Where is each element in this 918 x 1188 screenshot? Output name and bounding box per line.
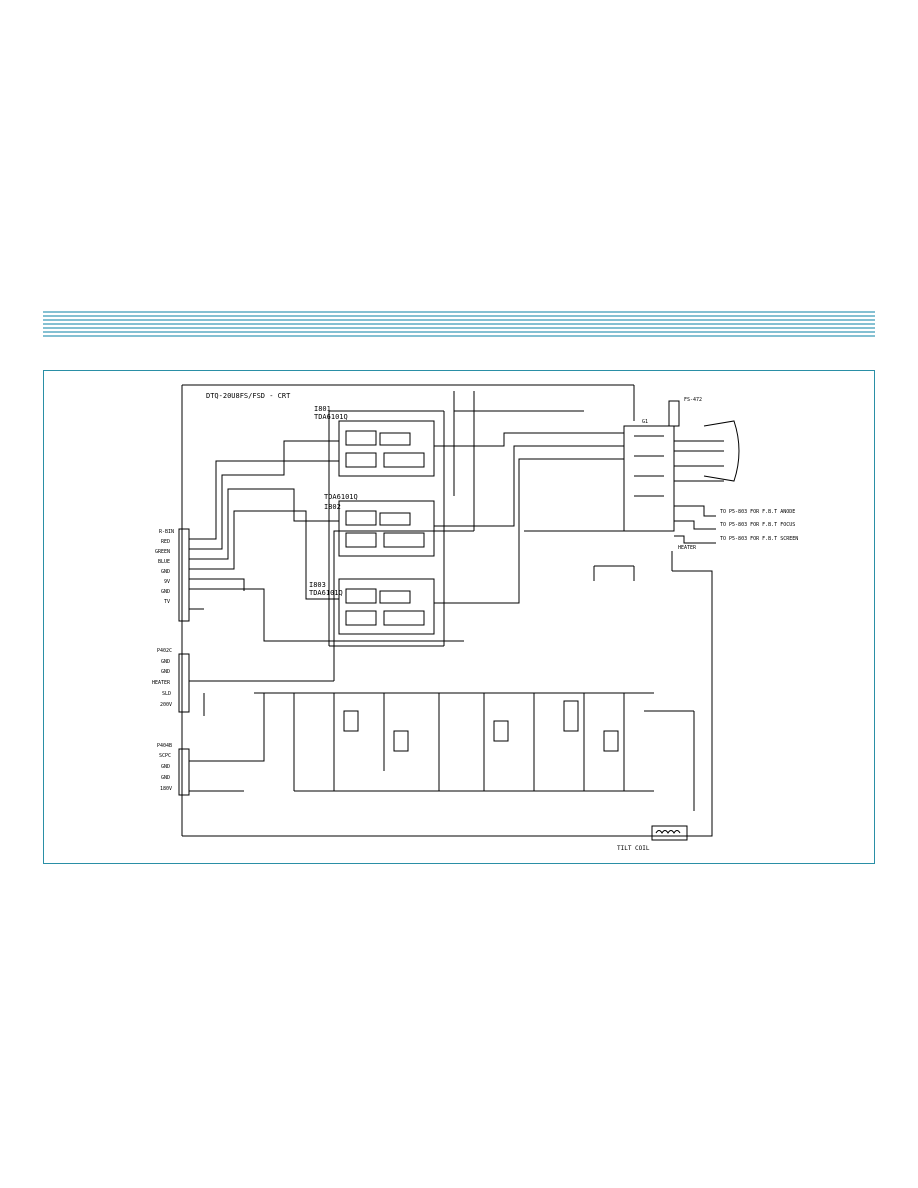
header-band (43, 311, 875, 337)
ic-type-i803: TDA6101Q (309, 589, 343, 597)
connector-pin-label: GREEN (155, 549, 170, 555)
connector-pin-label: 200V (160, 702, 172, 708)
connector-pin-label: GND (161, 669, 170, 675)
tilt-coil-label: TILT COIL (617, 845, 650, 852)
connector-pin-label: HEATER (152, 680, 171, 686)
ic-i803 (338, 578, 435, 635)
connector-pin-label: SCPC (159, 753, 171, 759)
connector-pin-label: GND (161, 569, 170, 575)
ic-type-i802: TDA6101Q (324, 493, 358, 501)
connector-pin-label: GND (161, 659, 170, 665)
ic-i801 (338, 420, 435, 477)
connector-pin-label: GND (161, 589, 170, 595)
left-connector-body (178, 528, 190, 622)
ic-label-i801: I801 (314, 405, 331, 413)
connector-pin-label: RED (161, 539, 170, 545)
ic-label-i803: I803 (309, 581, 326, 589)
connector-pin-label: SLD (162, 691, 171, 697)
low-connector-body (178, 748, 190, 796)
heater-label: HEATER (678, 545, 697, 551)
connector-pin-label: TV (164, 599, 170, 605)
schematic-frame: DTQ-20U8FS/FSD - CRT I801 TDA6101Q TDA61… (43, 370, 875, 864)
ic-label-i802: I802 (324, 503, 341, 511)
crt-board-schematic: DTQ-20U8FS/FSD - CRT I801 TDA6101Q TDA61… (152, 384, 798, 852)
fbt-screen-label: TO P5-803 FOR F.B.T SCREEN (720, 536, 798, 542)
connector-pin-label: 180V (160, 786, 172, 792)
connector-pin-label: BLUE (158, 559, 170, 565)
connector-pin-label: R-BIN (159, 529, 174, 535)
connector-pin-label: P402C (157, 648, 172, 654)
connector-pin-label: P404B (157, 743, 172, 749)
tilt-coil-body (651, 825, 688, 841)
mid-connector-body (178, 653, 190, 713)
ic-type-i801: TDA6101Q (314, 413, 348, 421)
ic-i802 (338, 500, 435, 557)
fs-label: FS-472 (684, 397, 702, 403)
crt-socket (623, 425, 675, 532)
connector-pin-label: 9V (164, 579, 170, 585)
connector-pin-label: GND (161, 764, 170, 770)
schematic-title: DTQ-20U8FS/FSD - CRT (206, 392, 291, 400)
crt-socket-label: G1 (642, 419, 648, 425)
connector-pin-label: GND (161, 775, 170, 781)
fbt-anode-label: TO P5-803 FOR F.B.T ANODE (720, 509, 795, 515)
fbt-focus-label: TO P5-803 FOR F.B.T FOCUS (720, 522, 795, 528)
